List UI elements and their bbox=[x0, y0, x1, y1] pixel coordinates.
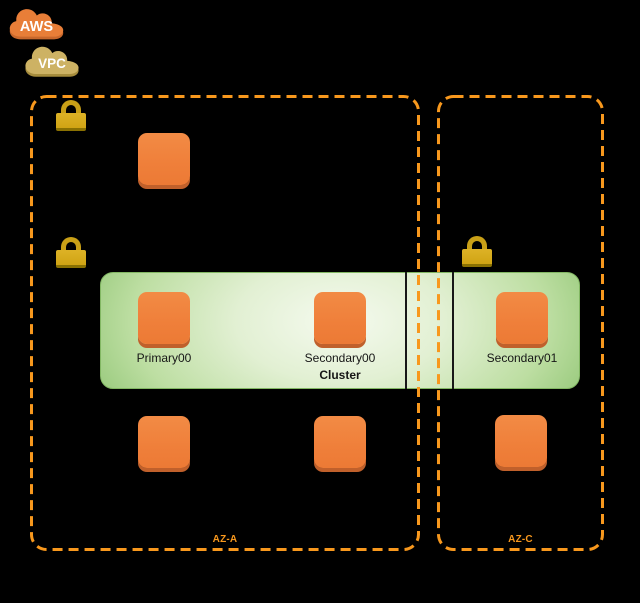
az-a-boundary: AZ-A bbox=[30, 95, 420, 551]
cluster-node-icon-secondary00 bbox=[314, 292, 366, 344]
az-c-dashed-border bbox=[437, 95, 604, 551]
vpc-cloud-icon: VPC bbox=[25, 46, 79, 77]
aws-cloud-label: AWS bbox=[20, 19, 53, 35]
vpc-cloud-body bbox=[25, 46, 79, 75]
az-a-dashed-border bbox=[30, 95, 420, 551]
lock-body bbox=[56, 113, 86, 131]
az-divider-line bbox=[452, 272, 454, 389]
aws-cloud-body bbox=[9, 9, 64, 37]
instance-icon bbox=[314, 416, 366, 468]
az-c-boundary: AZ-C bbox=[437, 95, 604, 551]
cluster-label: Cluster bbox=[319, 368, 361, 382]
az-a-label: AZ-A bbox=[212, 534, 238, 545]
az-c-label: AZ-C bbox=[508, 534, 533, 545]
cluster-node-icon-primary00 bbox=[138, 292, 190, 344]
instance-icon bbox=[495, 415, 547, 467]
cluster-node-label-primary00: Primary00 bbox=[136, 351, 192, 365]
lock-shackle bbox=[61, 237, 81, 256]
vpc-cloud-label: VPC bbox=[38, 56, 66, 71]
lock-body bbox=[56, 250, 86, 268]
lock-shackle bbox=[467, 236, 487, 255]
az-divider-line bbox=[405, 272, 407, 389]
instance-icon bbox=[138, 133, 190, 185]
lock-shackle bbox=[61, 100, 81, 119]
lock-body bbox=[462, 249, 492, 267]
lock-icon bbox=[56, 100, 86, 131]
lock-icon bbox=[56, 237, 86, 268]
instance-icon bbox=[138, 416, 190, 468]
cluster-node-label-secondary01: Secondary01 bbox=[486, 351, 558, 365]
aws-cloud-icon: AWS bbox=[9, 9, 64, 40]
cluster-node-icon-secondary01 bbox=[496, 292, 548, 344]
lock-icon bbox=[462, 236, 492, 267]
cluster-node-label-secondary00: Secondary00 bbox=[304, 351, 376, 365]
